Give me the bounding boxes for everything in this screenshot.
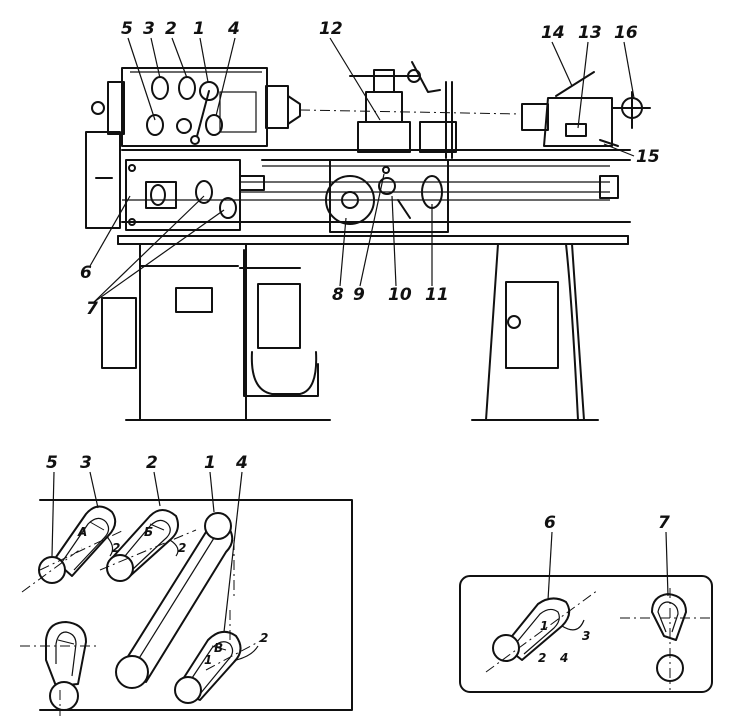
feed-lever-panel: [459, 575, 713, 693]
callout-8: 8: [332, 285, 344, 305]
position-mark-a: A: [77, 525, 87, 539]
callout-2: 2: [165, 19, 177, 39]
callout-6: 6: [80, 263, 92, 283]
callout-11: 11: [425, 285, 449, 305]
position-mark-6-4: 4: [559, 651, 568, 665]
position-mark-6-2: 2: [538, 651, 546, 665]
headstock-lever-panel: [20, 499, 353, 716]
callout-12: 12: [319, 19, 343, 39]
position-mark-b: Б: [144, 525, 153, 539]
callout-5: 5: [121, 19, 133, 39]
panel-callout-7: 7: [658, 513, 670, 533]
spindle-axis-line: [299, 109, 521, 115]
tailstock: [521, 71, 651, 147]
lathe-legs: [125, 243, 599, 421]
panel-callout-1: 1: [204, 453, 216, 473]
callout-15: 15: [636, 147, 660, 167]
lathe-machine: [85, 61, 651, 421]
position-mark-6-3: 3: [582, 629, 590, 643]
callout-1: 1: [193, 19, 205, 39]
callout-10: 10: [388, 285, 412, 305]
callout-9: 9: [353, 285, 365, 305]
position-mark-2c: 2: [260, 631, 268, 645]
position-mark-v: В: [214, 641, 223, 655]
panel-callout-5: 5: [46, 453, 58, 473]
position-mark-2a: 2: [112, 541, 120, 555]
headstock: [91, 67, 301, 147]
electrical-cabinet: [85, 131, 137, 369]
position-mark-6-1: 1: [540, 619, 548, 633]
callout-4: 4: [227, 19, 240, 39]
left-panel-labels: 5 3 2 1 4 A Б В 2 2 2 1: [46, 453, 268, 667]
callout-13: 13: [578, 23, 602, 43]
callout-14: 14: [541, 23, 565, 43]
lathe-callouts: 5 3 2 1 4 12 14 13 16 15 6 7 8 9 10 11: [80, 19, 660, 319]
callout-3: 3: [143, 19, 155, 39]
feed-gearbox: [125, 159, 265, 231]
lathe-leader-lines: [89, 37, 635, 303]
panel-callout-4: 4: [235, 453, 248, 473]
position-mark-2b: 2: [178, 541, 186, 555]
carriage-toolpost: [325, 61, 457, 233]
position-mark-1: 1: [204, 653, 212, 667]
panel-callout-3: 3: [80, 453, 92, 473]
right-panel-labels: 6 7 1 2 4 3: [538, 513, 670, 665]
callout-7: 7: [86, 299, 98, 319]
panel-callout-2: 2: [146, 453, 158, 473]
panel-callout-6: 6: [544, 513, 556, 533]
callout-16: 16: [614, 23, 638, 43]
